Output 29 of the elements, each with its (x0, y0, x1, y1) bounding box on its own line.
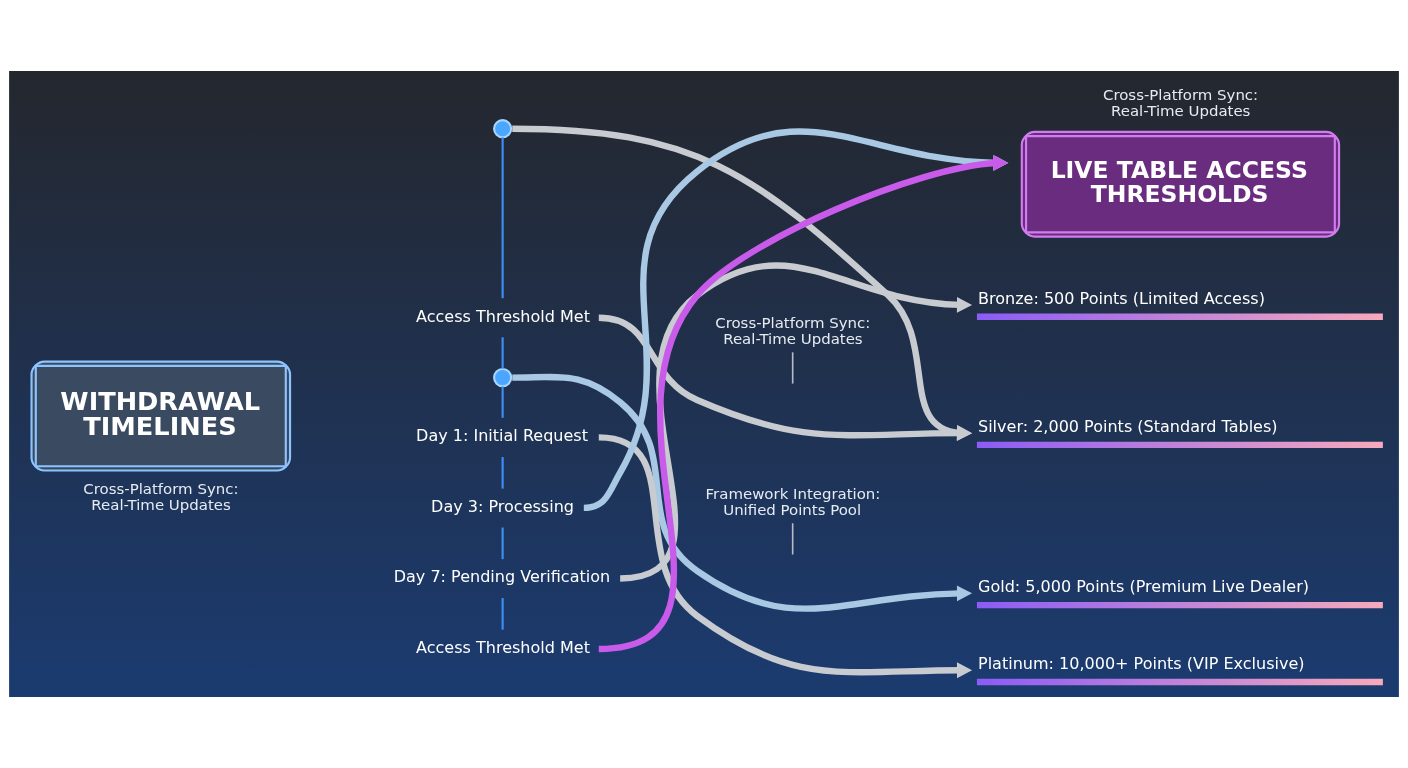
node-text: Access Threshold Met (416, 306, 590, 326)
connector (791, 351, 794, 385)
node-text: Framework Integration: Unified Points Pool (705, 484, 881, 519)
node-text: Day 3: Processing (431, 496, 574, 516)
arrow (598, 434, 973, 679)
node-box (976, 441, 1383, 449)
node-text: Day 7: Pending Verification (393, 567, 611, 587)
connector (501, 386, 504, 418)
arrow (598, 155, 1009, 653)
node-text: Cross-Platform Sync: Real-Time Updates (715, 313, 871, 348)
node-box (976, 601, 1383, 609)
connector (791, 522, 794, 556)
node-label: Bronze: 500 Points (Limited Access) (978, 288, 1265, 308)
node-label: Platinum: 10,000+ Points (VIP Exclusive) (978, 654, 1305, 674)
connector (501, 527, 504, 560)
connector (501, 137, 504, 299)
node-circle (493, 119, 513, 139)
connector (501, 598, 504, 630)
node-label: Gold: 5,000 Points (Premium Live Dealer) (978, 577, 1310, 597)
node-box (976, 678, 1383, 686)
node-label: Cross-Platform Sync: Real-Time Updates (83, 480, 239, 515)
connector (501, 337, 504, 369)
node-box (976, 313, 1383, 320)
node-circle (493, 367, 513, 388)
node-text: Day 1: Initial Request (416, 426, 588, 446)
connector (501, 457, 504, 489)
node-text: Access Threshold Met (416, 637, 590, 657)
node-label: Silver: 2,000 Points (Standard Tables) (978, 417, 1278, 437)
node-label: Cross-Platform Sync: Real-Time Updates (1102, 86, 1259, 121)
